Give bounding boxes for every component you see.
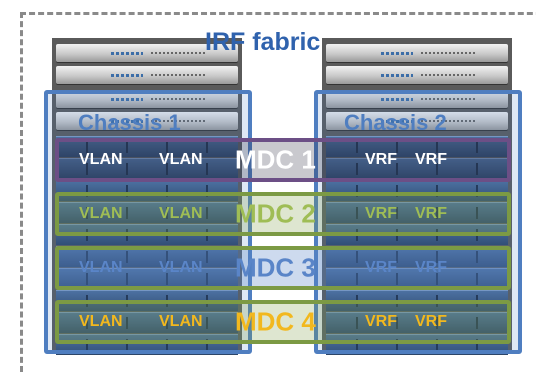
line-card-blade — [326, 334, 508, 355]
switch-unit — [56, 66, 238, 84]
vlan-label: VLAN — [159, 313, 203, 330]
switch-unit — [326, 66, 508, 84]
line-card-blade — [56, 158, 238, 179]
switch-unit — [326, 44, 508, 62]
vlan-label: VLAN — [79, 205, 123, 222]
line-card-blade — [56, 334, 238, 355]
vrf-label: VRF — [415, 259, 447, 276]
vrf-label: VRF — [415, 151, 447, 168]
vrf-label: VRF — [365, 151, 397, 168]
line-card-blade — [56, 268, 238, 289]
vlan-label: VLAN — [79, 259, 123, 276]
mdc-name: MDC 2 — [235, 198, 316, 229]
fabric-boundary — [20, 12, 536, 372]
line-card-blade — [56, 312, 238, 333]
chassis-1-label: Chassis 1 — [78, 110, 181, 135]
line-card-blade — [326, 158, 508, 179]
vlan-label: VLAN — [79, 151, 123, 168]
vrf-label: VRF — [365, 313, 397, 330]
mdc-3-row: VLAN VLAN MDC 3 VRF VRF — [55, 246, 511, 290]
vrf-label: VRF — [415, 313, 447, 330]
line-card-blade — [326, 202, 508, 223]
mdc-name: MDC 1 — [235, 144, 316, 175]
vlan-label: VLAN — [159, 259, 203, 276]
mdc-1-row: VLAN VLAN MDC 1 VRF VRF — [55, 138, 511, 182]
vrf-label: VRF — [365, 259, 397, 276]
vlan-label: VLAN — [159, 205, 203, 222]
switch-unit — [326, 90, 508, 108]
switch-unit — [56, 44, 238, 62]
mdc-name: MDC 4 — [235, 306, 316, 337]
vlan-label: VLAN — [159, 151, 203, 168]
mdc-2-row: VLAN VLAN MDC 2 VRF VRF — [55, 192, 511, 236]
irf-fabric-diagram: Chassis 1 Chassis 2 IRF fabric VLAN VLAN… — [20, 12, 536, 372]
line-card-blade — [56, 202, 238, 223]
irf-fabric-title: IRF fabric — [205, 28, 321, 56]
switch-unit — [56, 90, 238, 108]
line-card-blade — [326, 268, 508, 289]
vlan-label: VLAN — [79, 313, 123, 330]
chassis-2-outline — [314, 90, 522, 354]
chassis-2-label: Chassis 2 — [344, 110, 447, 135]
switch-unit — [326, 112, 508, 130]
vrf-label: VRF — [415, 205, 447, 222]
switch-unit — [56, 112, 238, 130]
vrf-label: VRF — [365, 205, 397, 222]
mdc-name: MDC 3 — [235, 252, 316, 283]
line-card-blade — [326, 312, 508, 333]
chassis-1-outline — [44, 90, 252, 354]
mdc-4-row: VLAN VLAN MDC 4 VRF VRF — [55, 300, 511, 344]
